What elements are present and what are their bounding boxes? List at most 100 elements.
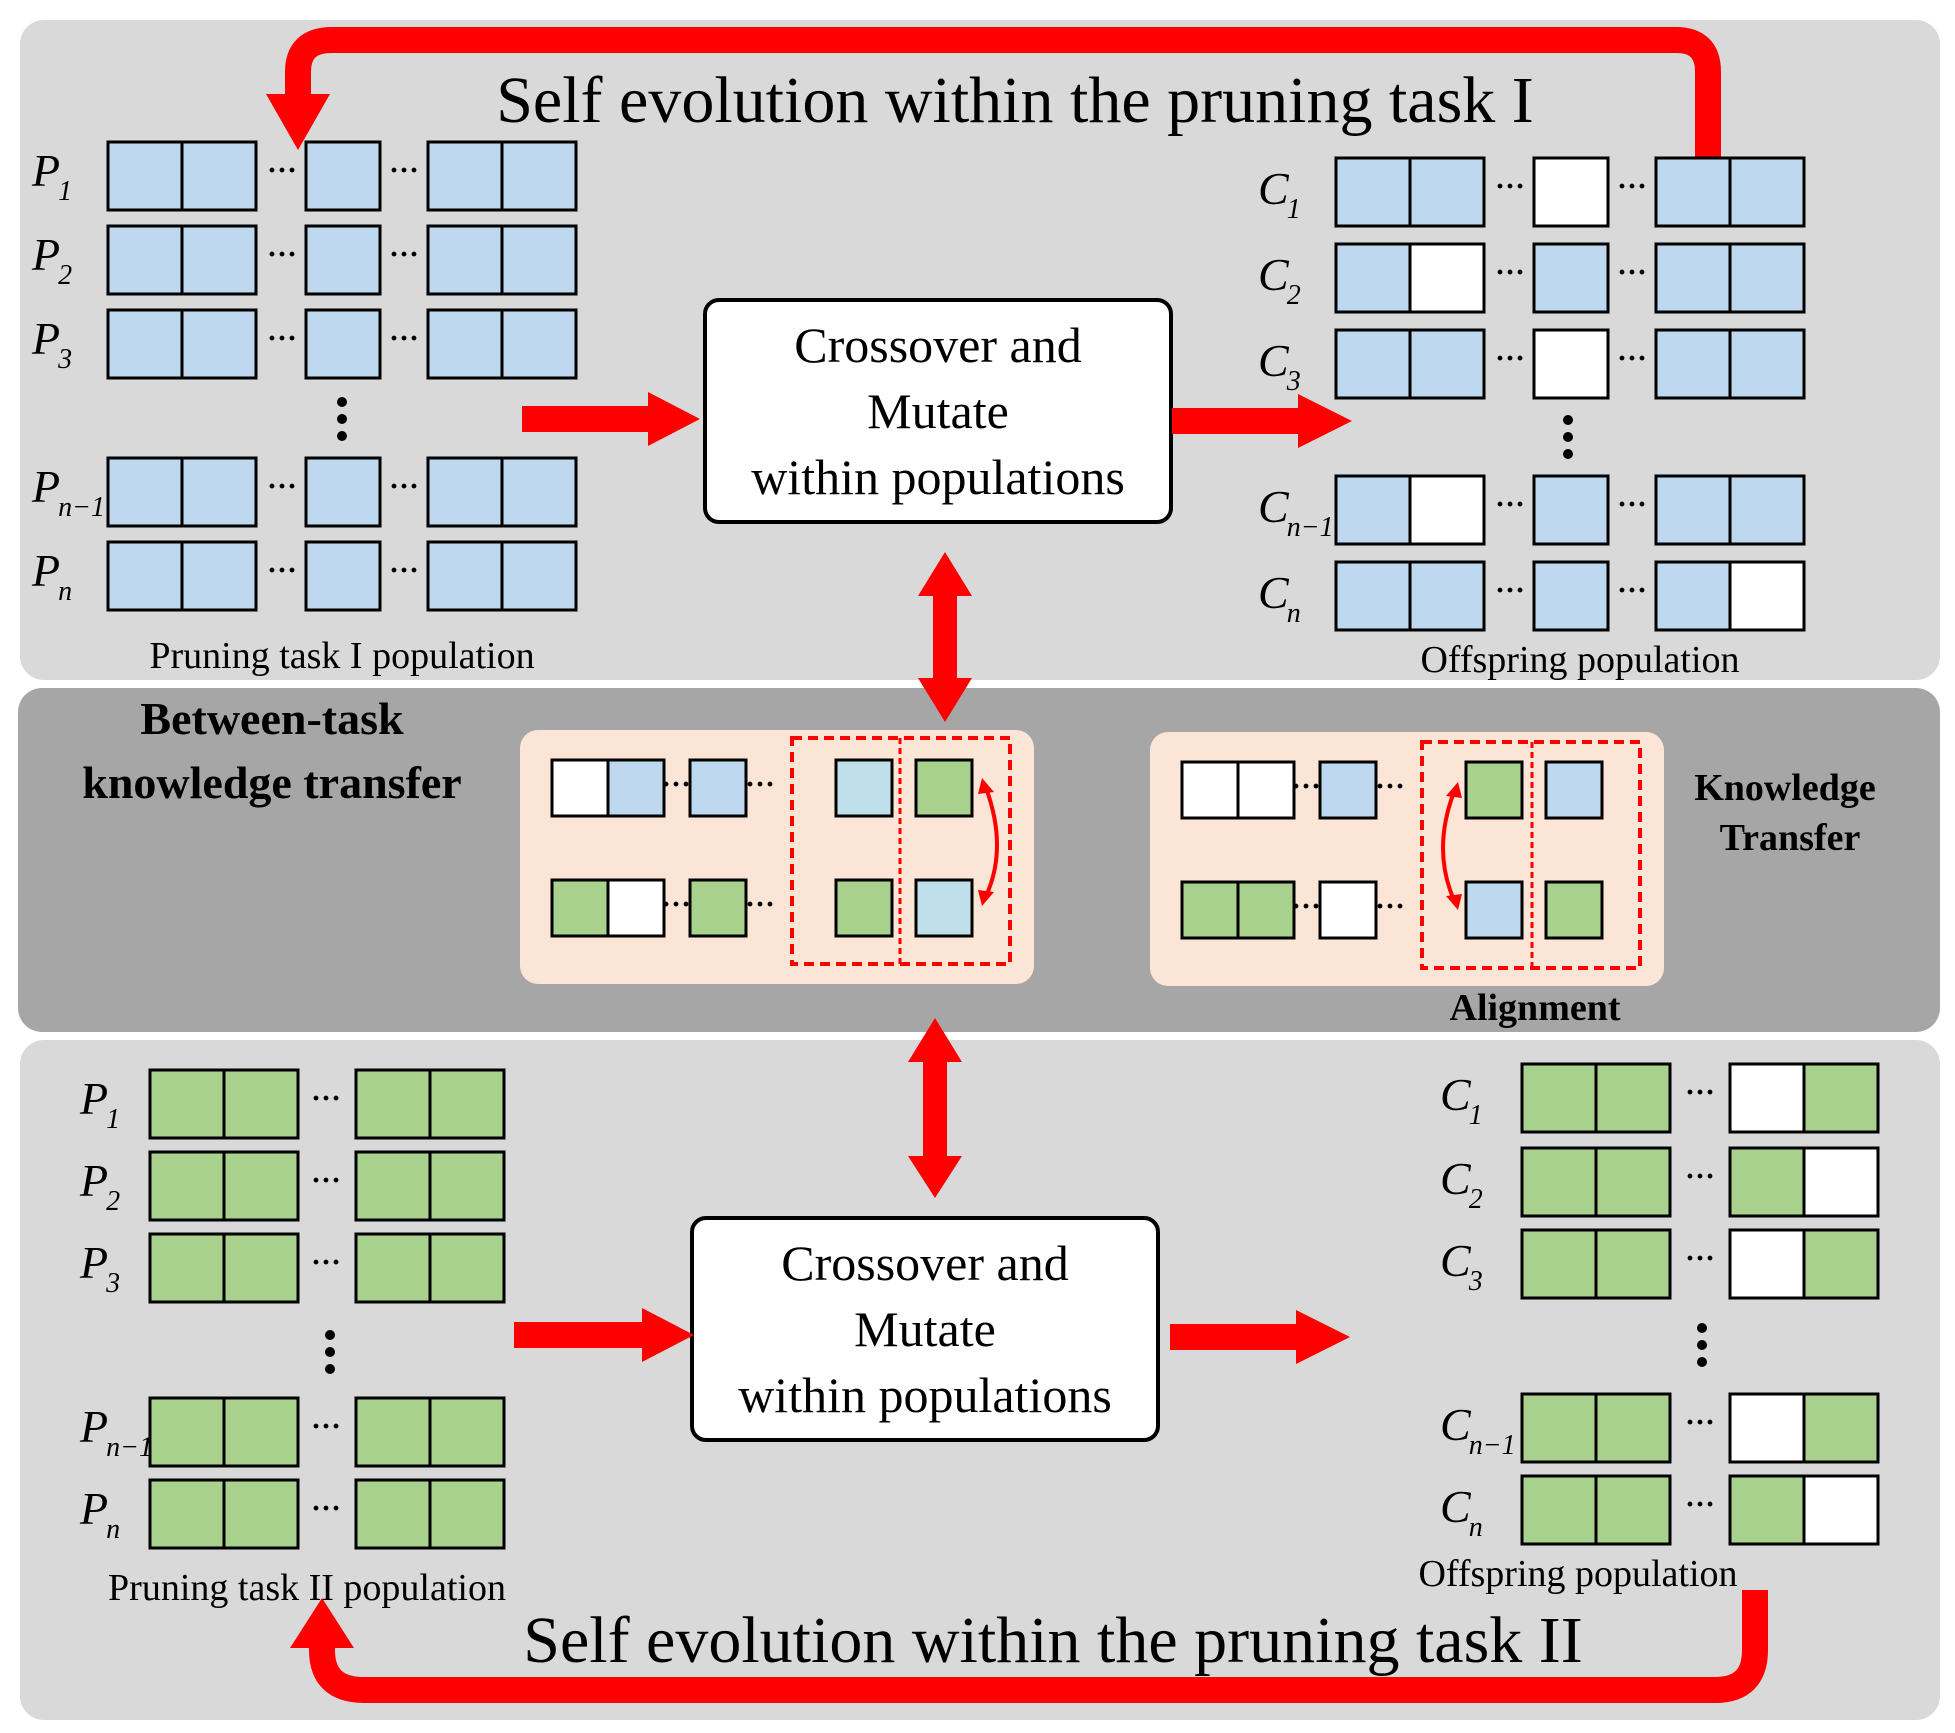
top-parent-population: P1······P2······P3······Pn−1······Pn····… [31, 140, 578, 612]
bottom-offspring-population: C1···C2···C3···Cn−1···Cn··· [1440, 1062, 1880, 1546]
gene-cell [1654, 156, 1732, 228]
gene-ellipsis: ··· [745, 768, 775, 801]
bottom-process-line-3: within populations [738, 1367, 1112, 1423]
gene-cell [500, 456, 578, 528]
gene-cell [1532, 560, 1610, 632]
gene-cell [1408, 560, 1486, 632]
gene-cell [1728, 1228, 1806, 1300]
gene-ellipsis: ··· [1617, 170, 1647, 203]
gene-cell [1236, 880, 1296, 940]
gene-cell [428, 1232, 506, 1304]
gene-ellipsis: ··· [267, 322, 297, 355]
gene-ellipsis: ··· [267, 238, 297, 271]
gene-cell [428, 1478, 506, 1550]
gene-cell [106, 308, 184, 380]
gene-cell [914, 758, 974, 818]
gene-cell [428, 1068, 506, 1140]
gene-cell [1180, 880, 1240, 940]
gene-cell [1236, 760, 1296, 820]
gene-ellipsis: ··· [1375, 770, 1405, 803]
gene-ellipsis: ··· [1495, 342, 1525, 375]
gene-cell [1318, 760, 1378, 820]
gene-cell [688, 758, 748, 818]
bottom-parents-vdots [325, 1330, 335, 1374]
gene-cell [106, 224, 184, 296]
gene-cell [500, 308, 578, 380]
gene-cell [304, 456, 382, 528]
knowledge-transfer-line-1: Knowledge [1694, 767, 1876, 809]
gene-ellipsis: ··· [1495, 256, 1525, 289]
gene-cell [1594, 1392, 1672, 1464]
bottom-children-vdots [1697, 1323, 1707, 1367]
gene-ellipsis: ··· [311, 1246, 341, 1279]
gene-cell [426, 308, 504, 380]
bottom-title: Self evolution within the pruning task I… [523, 1604, 1583, 1677]
gene-cell [354, 1068, 432, 1140]
gene-cell [426, 140, 504, 212]
gene-cell [1408, 328, 1486, 400]
gene-cell [106, 540, 184, 612]
gene-cell [1594, 1146, 1672, 1218]
gene-cell [1532, 328, 1610, 400]
gene-cell [1520, 1392, 1598, 1464]
top-process-line-1: Crossover and [794, 317, 1081, 373]
gene-ellipsis: ··· [1291, 770, 1321, 803]
gene-cell [1594, 1228, 1672, 1300]
gene-cell [106, 456, 184, 528]
gene-cell [180, 140, 258, 212]
bottom-input-arrow [514, 1308, 694, 1362]
gene-cell [1802, 1146, 1880, 1218]
gene-cell [1728, 474, 1806, 546]
gene-cell [1520, 1228, 1598, 1300]
gene-ellipsis: ··· [1617, 488, 1647, 521]
gene-cell [1520, 1062, 1598, 1134]
gene-cell [914, 878, 974, 938]
gene-cell [180, 540, 258, 612]
swap-arrow-1 [984, 787, 999, 897]
top-process-box [703, 298, 1173, 524]
gene-cell [1728, 560, 1806, 632]
top-offspring-caption: Offspring population [1420, 639, 1739, 681]
gene-cell [1318, 880, 1378, 940]
bottom-offspring-caption: Offspring population [1418, 1553, 1737, 1595]
gene-cell [148, 1068, 226, 1140]
bottom-process-line-1: Crossover and [781, 1235, 1068, 1291]
gene-cell [222, 1396, 300, 1468]
gene-cell [1802, 1474, 1880, 1546]
gene-ellipsis: ··· [1685, 1242, 1715, 1275]
gene-cell [1594, 1062, 1672, 1134]
gene-ellipsis: ··· [1685, 1488, 1715, 1521]
gene-cell [550, 758, 610, 818]
bottom-process-line-2: Mutate [854, 1301, 996, 1357]
gene-cell [1334, 560, 1412, 632]
top-process-line-2: Mutate [867, 383, 1009, 439]
gene-cell [354, 1150, 432, 1222]
gene-ellipsis: ··· [267, 154, 297, 187]
swap-arrow-1-head-bottom [978, 890, 994, 906]
gene-ellipsis: ··· [661, 888, 691, 921]
gene-ellipsis: ··· [311, 1164, 341, 1197]
gene-cell [1532, 242, 1610, 314]
swap-arrow-2-head-top [1446, 782, 1462, 798]
gene-cell [834, 878, 894, 938]
bottom-loop-arrowhead [290, 1598, 354, 1648]
gene-cell [354, 1478, 432, 1550]
gene-cell [1654, 328, 1732, 400]
gene-cell [148, 1232, 226, 1304]
gene-ellipsis: ··· [1685, 1160, 1715, 1193]
bottom-loop-arrow [309, 1590, 1768, 1703]
top-loop-arrow [285, 27, 1721, 158]
gene-cell [1802, 1228, 1880, 1300]
swap-arrow-1-head-top [978, 778, 994, 794]
top-double-arrow [918, 552, 972, 722]
bottom-population-caption: Pruning task II population [108, 1567, 506, 1609]
top-title: Self evolution within the pruning task I [496, 64, 1534, 137]
between-task-title-line-1: Between-task [140, 693, 404, 744]
gene-cell [1334, 328, 1412, 400]
gene-cell [304, 140, 382, 212]
gene-ellipsis: ··· [1495, 488, 1525, 521]
gene-cell [1728, 328, 1806, 400]
gene-cell [180, 456, 258, 528]
gene-cell [304, 540, 382, 612]
bottom-parent-population: P1···P2···P3···Pn−1···Pn··· [79, 1068, 506, 1550]
